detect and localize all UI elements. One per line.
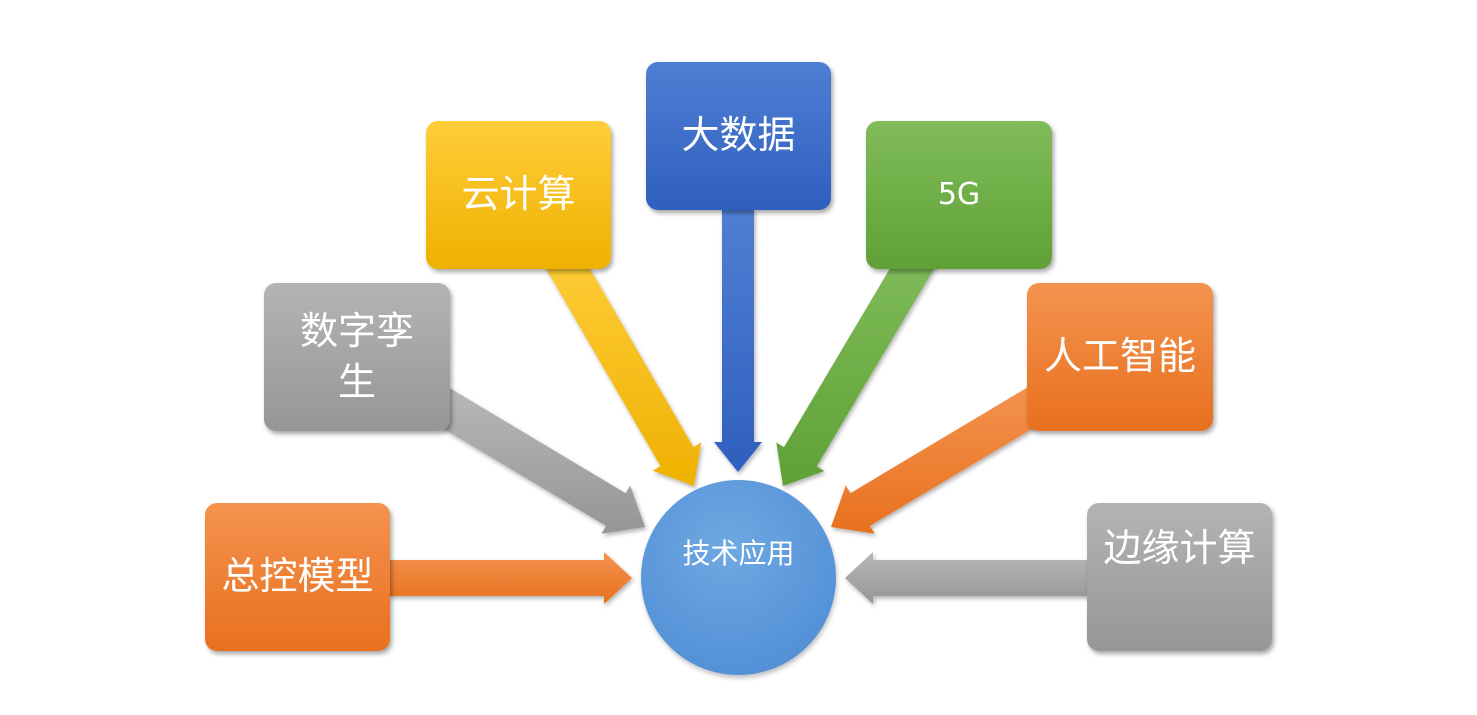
node-digital-twin: 数字孪 生 [264, 283, 450, 431]
arrow-shuzi [426, 385, 645, 534]
arrow-yun [543, 245, 702, 486]
arrow-dashuju [714, 208, 762, 472]
arrow-rengong [831, 385, 1050, 534]
node-label: 人工智能 [1043, 334, 1196, 379]
node-label: 大数据 [681, 113, 796, 158]
node-label: 总控模型 [221, 554, 374, 599]
node-label: 5G [937, 176, 981, 212]
node-big-data: 大数据 [646, 62, 831, 210]
node-5g: 5G [866, 121, 1052, 269]
node-artificial-intelligence: 人工智能 [1027, 283, 1213, 431]
node-label-line2: 生 [337, 360, 376, 404]
node-label: 边缘计算 [1103, 526, 1256, 570]
center-label: 技术应用 [682, 537, 795, 570]
node-label-line1: 数字孪 [299, 308, 414, 353]
node-edge-computing: 边缘计算 [1087, 503, 1272, 651]
center-node-technology-application: 技术应用 [641, 480, 836, 675]
node-zongkong-model: 总控模型 [205, 503, 390, 651]
arrow-zongkong [388, 552, 632, 604]
node-label: 云计算 [461, 172, 576, 217]
arrow-5g [776, 245, 937, 486]
node-cloud-computing: 云计算 [426, 121, 611, 269]
arrow-bianyuan [845, 552, 1089, 604]
